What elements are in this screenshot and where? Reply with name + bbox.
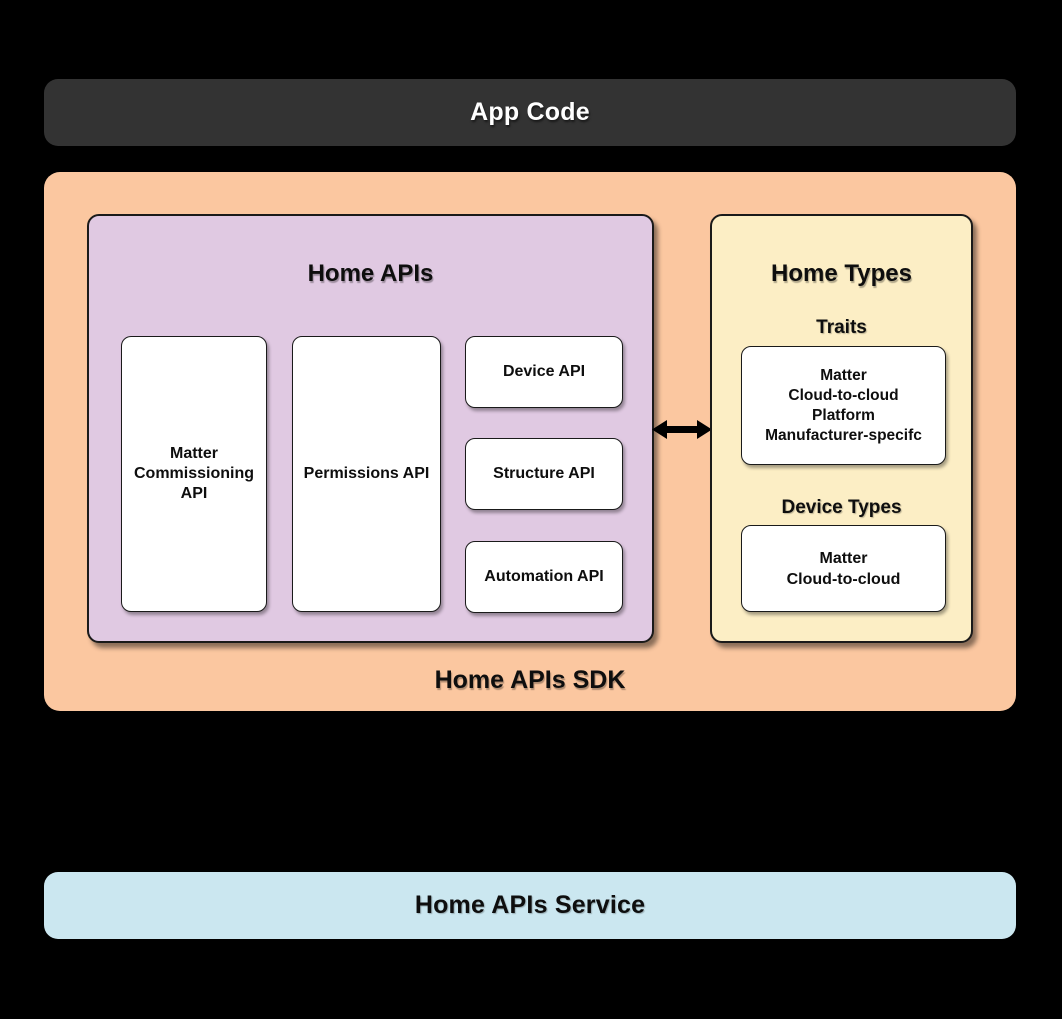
traits-heading: Traits (816, 317, 867, 338)
permissions-api-card: Permissions API (292, 336, 441, 612)
home-types-box: Home Types Traits Matter Cloud-to-cloud … (710, 214, 973, 643)
device-types-card: Matter Cloud-to-cloud (741, 525, 946, 612)
home-apis-box: Home APIs Matter Commissioning API Permi… (87, 214, 654, 643)
home-apis-title: Home APIs (307, 260, 434, 287)
automation-api-card: Automation API (465, 541, 623, 613)
home-apis-service-box: Home APIs Service (44, 872, 1016, 939)
home-apis-service-label: Home APIs Service (414, 891, 646, 919)
traits-card: Matter Cloud-to-cloud Platform Manufactu… (741, 346, 946, 465)
home-apis-sdk-box: Home APIs Matter Commissioning API Permi… (44, 172, 1016, 711)
device-types-heading: Device Types (781, 497, 902, 518)
home-types-title: Home Types (771, 260, 912, 287)
structure-api-card: Structure API (465, 438, 623, 510)
device-api-card: Device API (465, 336, 623, 408)
home-apis-sdk-label: Home APIs SDK (434, 666, 626, 694)
app-code-box: App Code (44, 79, 1016, 146)
app-code-label: App Code (470, 98, 590, 126)
bidirectional-arrow-icon (651, 417, 713, 442)
matter-commissioning-api-card: Matter Commissioning API (121, 336, 267, 612)
